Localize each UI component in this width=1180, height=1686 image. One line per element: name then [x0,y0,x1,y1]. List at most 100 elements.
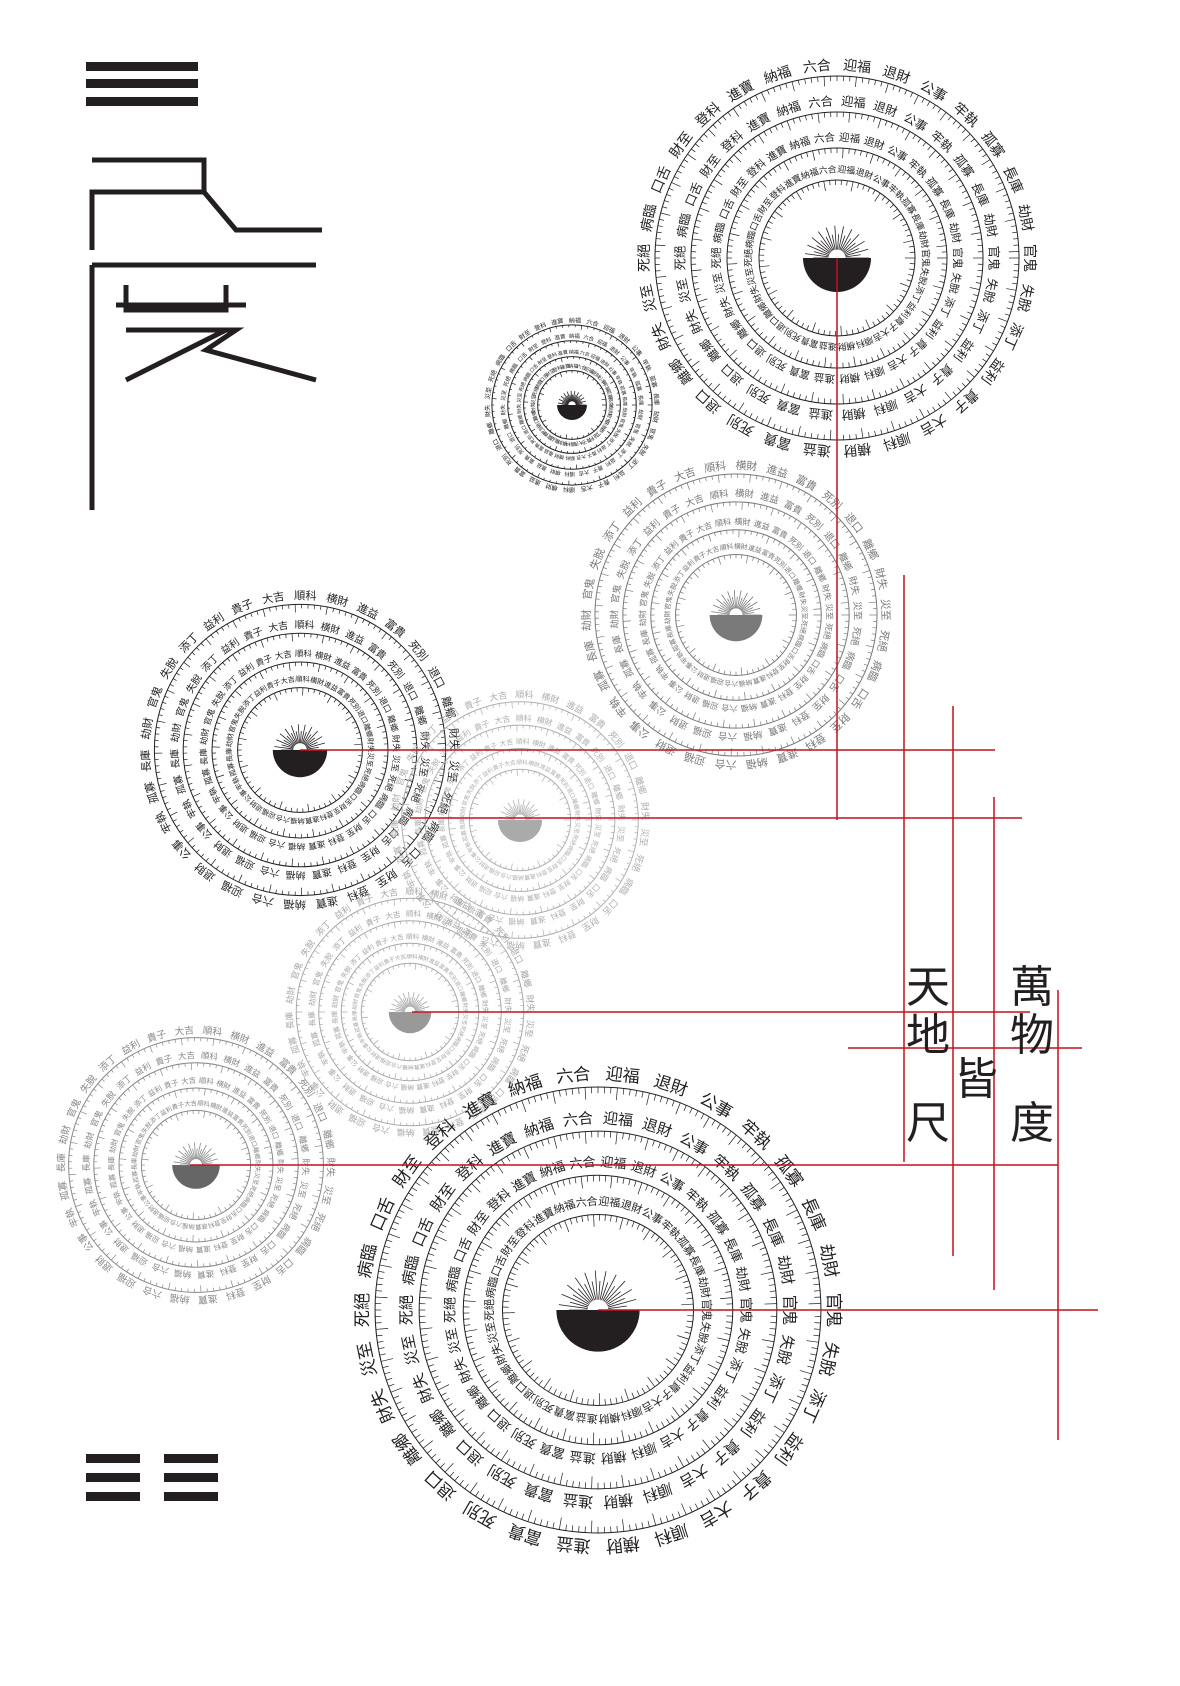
dial-tick [806,185,810,191]
dial-tick [874,80,877,86]
dial-tick [886,304,894,312]
dial-tick [738,361,742,366]
dial-tick [939,281,945,283]
dial-tick [995,188,1006,193]
dial-label: 横財 [842,440,872,459]
dial-tick [848,362,850,368]
dial-tick [800,356,803,362]
dial-tick [729,281,735,283]
dial-tick [971,213,977,216]
dial-tick [735,297,741,301]
dial-tick [922,141,927,147]
dial-tick [733,357,738,362]
poem-char: 地 [906,1010,950,1061]
dial-tick [908,274,914,276]
dial-tick [695,368,700,373]
dial-tick [733,154,742,163]
dial-tick [940,159,945,163]
dial-tick [704,317,710,321]
dial-tick [947,116,952,121]
dial-tick [857,327,860,333]
dial-tick [701,311,707,315]
dial-tick [761,237,772,241]
dial-tick [713,179,723,186]
dial-tick [671,331,677,334]
dial-tick [877,318,881,324]
dial-tick [768,289,778,296]
dial-tick [691,360,700,368]
dial-label: 病臨 [674,212,694,239]
dial-tick [743,313,749,317]
dial-tick [974,226,980,228]
dial-tick [680,164,685,168]
dial-tick [970,138,975,143]
dial-tick [978,363,983,368]
dial-label: 失脫 [1014,283,1035,314]
dial-tick [743,101,747,106]
dial-tick [755,416,759,421]
dial-tick [747,194,752,198]
dial-tick [861,114,863,120]
dial-tick [964,195,970,199]
dial-tick [674,334,684,340]
dial-tick [767,416,772,427]
dial-tick [881,315,886,320]
dial-tick [771,215,776,220]
dial-label: 進益 [808,405,834,421]
dial-tick [992,170,997,174]
dial-tick [892,85,895,91]
dial-tick [727,245,733,247]
dial-tick [792,392,795,398]
dial-tick [747,315,756,322]
dial-tick [937,227,943,230]
dial-tick [785,427,788,433]
dial-label: 病臨 [711,221,728,245]
dial-tick [760,271,766,274]
dial-tick [958,184,964,188]
dial-tick [662,206,668,209]
dial-tick [735,215,741,219]
dial-tick [742,145,747,151]
dial-tick [759,265,770,268]
dial-tick [865,319,871,329]
dial-tick [660,301,666,304]
dial-tick [896,125,900,131]
dial-tick [887,349,891,355]
dial-tick [720,343,726,348]
dial-tick [898,423,901,429]
dial-tick [1004,313,1010,316]
dial-tick [886,427,889,433]
dial-tick [773,87,776,93]
dial-tick [763,379,767,385]
dial-tick [975,282,981,284]
dial-tick [771,296,776,301]
dial-tick [701,201,707,205]
dial-tick [929,215,939,221]
dial-tick [727,269,733,271]
dial-tick [737,209,743,213]
dial-label: 迎福 [842,58,872,77]
dial-tick [854,149,856,155]
dial-tick [887,161,891,167]
dial-label: 迎福 [840,93,866,110]
dial-tick [749,98,753,103]
dial-tick [861,396,863,402]
dial-tick [810,77,813,83]
dial-tick [962,201,973,207]
dial-tick [927,410,931,415]
dial-tick [1004,200,1010,203]
dial-tick [655,244,666,247]
dial-tick [867,115,869,121]
dial-label: 富貴 [787,363,812,382]
dial-tick [693,232,699,234]
dial-tick [662,306,673,310]
dial-tick [853,356,856,367]
dial-tick [885,311,890,316]
dial-tick [708,129,716,137]
dial-tick [695,143,700,148]
poem-char: 物 [1010,1010,1054,1061]
dial-tick [664,200,670,203]
dial-tick [892,164,896,170]
dial-tick [811,114,813,120]
dial-tick [794,350,800,360]
